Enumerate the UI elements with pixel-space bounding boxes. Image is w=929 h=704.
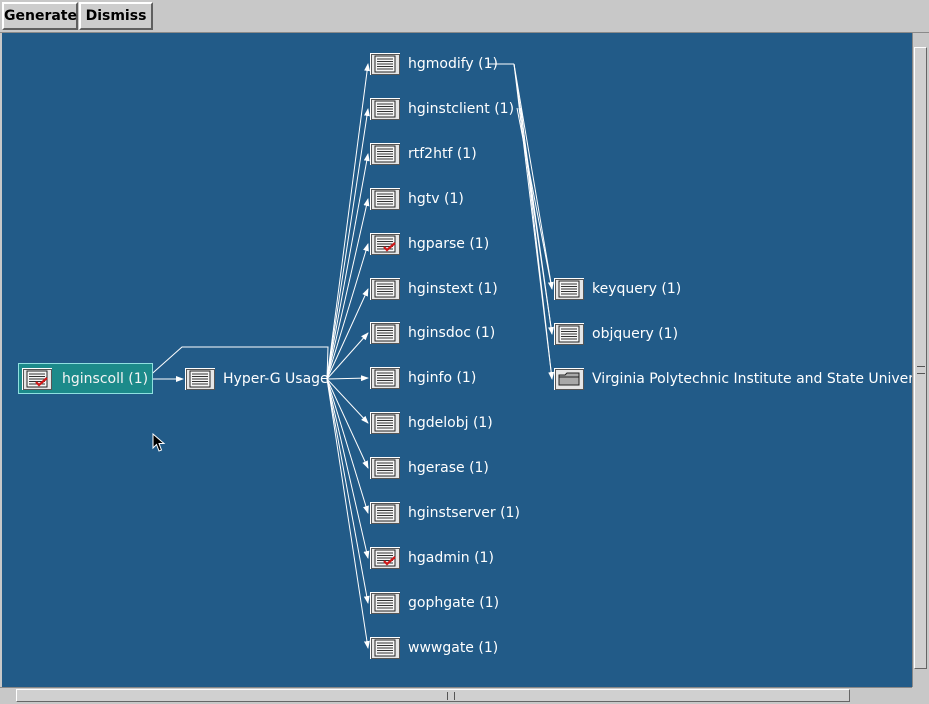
toolbar: Generate Dismiss <box>0 0 929 33</box>
generate-button[interactable]: Generate <box>2 2 78 30</box>
edge-hub-child <box>326 243 369 380</box>
node-label: objquery (1) <box>592 326 679 342</box>
node-label: hginstserver (1) <box>408 505 520 521</box>
folder-icon <box>554 368 584 390</box>
edge-hub-child <box>326 198 370 380</box>
node-label: hgdelobj (1) <box>408 415 493 431</box>
node-label: hgerase (1) <box>408 460 489 476</box>
edge-hub-child <box>326 153 370 380</box>
edge-hub-child <box>326 378 370 649</box>
document-icon <box>370 98 400 120</box>
document-icon <box>370 412 400 434</box>
node-label: keyquery (1) <box>592 281 682 297</box>
document-icon <box>554 323 584 345</box>
document-icon <box>370 322 400 344</box>
graph-edges <box>145 63 555 649</box>
node-child[interactable]: gophgate (1) <box>370 591 499 615</box>
mouse-pointer-icon <box>152 433 166 452</box>
node-child[interactable]: hgadmin (1) <box>370 546 494 570</box>
node-child[interactable]: hgdelobj (1) <box>370 411 493 435</box>
node-child[interactable]: hginfo (1) <box>370 366 476 390</box>
node-label: gophgate (1) <box>408 595 500 611</box>
document-icon <box>370 143 400 165</box>
document-icon <box>370 502 400 524</box>
node-label: hginstclient (1) <box>408 101 515 117</box>
node-child[interactable]: hgtv (1) <box>370 187 464 211</box>
edge-hub-child <box>326 63 371 380</box>
edge-hub-child <box>326 378 370 604</box>
node-label: hginsdoc (1) <box>408 325 496 341</box>
document-icon <box>370 367 400 389</box>
vertical-scrollbar[interactable] <box>912 33 929 687</box>
node-child[interactable]: wwwgate (1) <box>370 636 498 660</box>
node-grandchild[interactable]: Virginia Polytechnic Institute and State… <box>554 367 912 391</box>
edge-hgmodify-grandchild-branch <box>518 107 553 335</box>
edge-hgmodify-grandchild <box>513 63 554 290</box>
document-icon <box>185 368 215 390</box>
node-child[interactable]: hginsdoc (1) <box>370 321 495 345</box>
document-icon <box>370 188 400 210</box>
dismiss-button[interactable]: Dismiss <box>79 2 153 30</box>
node-label: hgparse (1) <box>408 236 490 252</box>
horizontal-scroll-thumb[interactable] <box>16 689 850 702</box>
document-icon <box>370 457 400 479</box>
checked-document-icon <box>370 547 400 569</box>
vertical-scroll-thumb[interactable] <box>914 47 927 669</box>
node-label: hginscoll (1) <box>62 370 149 387</box>
node-label: rtf2htf (1) <box>408 146 477 162</box>
graph-canvas[interactable]: hginscoll (1) Hyper-G Usage hgmodify (1)… <box>2 33 912 687</box>
edge-hub-child <box>326 378 369 469</box>
node-child[interactable]: hginstext (1) <box>370 277 498 301</box>
node-label: Virginia Polytechnic Institute and State… <box>592 371 912 387</box>
horizontal-scrollbar[interactable] <box>0 687 912 704</box>
edge-hub-root-return <box>145 346 329 380</box>
node-child[interactable]: hgparse (1) <box>370 232 489 256</box>
edge-hub-child <box>326 108 370 380</box>
document-icon <box>370 278 400 300</box>
node-child[interactable]: hgerase (1) <box>370 456 489 480</box>
node-label: hginstext (1) <box>408 281 498 297</box>
scrollbar-corner <box>912 687 929 704</box>
node-label: hgmodify (1) <box>408 56 498 72</box>
node-grandchild[interactable]: keyquery (1) <box>554 277 681 301</box>
edge-hgmodify-grandchild-branch <box>520 107 553 380</box>
document-icon <box>370 637 400 659</box>
edge-hub-child <box>326 288 369 380</box>
checked-document-icon <box>22 367 52 390</box>
edge-hub-child <box>326 375 369 382</box>
node-child[interactable]: hgmodify (1) <box>370 52 498 76</box>
edge-hub-child <box>326 378 369 424</box>
node-label: hgtv (1) <box>408 191 464 207</box>
node-grandchild[interactable]: objquery (1) <box>554 322 678 346</box>
document-icon <box>370 592 400 614</box>
node-label: Hyper-G Usage <box>223 371 329 387</box>
edge-hub-child <box>326 378 369 514</box>
checked-document-icon <box>370 233 400 255</box>
document-icon <box>370 53 400 75</box>
node-child[interactable]: hginstclient (1) <box>370 97 514 121</box>
edge-hub-child <box>326 332 369 380</box>
node-hub[interactable]: Hyper-G Usage <box>185 367 329 391</box>
node-label: hginfo (1) <box>408 370 477 386</box>
node-child[interactable]: hginstserver (1) <box>370 501 520 525</box>
node-root[interactable]: hginscoll (1) <box>18 363 154 394</box>
document-icon <box>554 278 584 300</box>
node-child[interactable]: rtf2htf (1) <box>370 142 477 166</box>
node-label: hgadmin (1) <box>408 550 494 566</box>
edge-hub-child <box>326 378 370 559</box>
node-label: wwwgate (1) <box>408 640 499 656</box>
